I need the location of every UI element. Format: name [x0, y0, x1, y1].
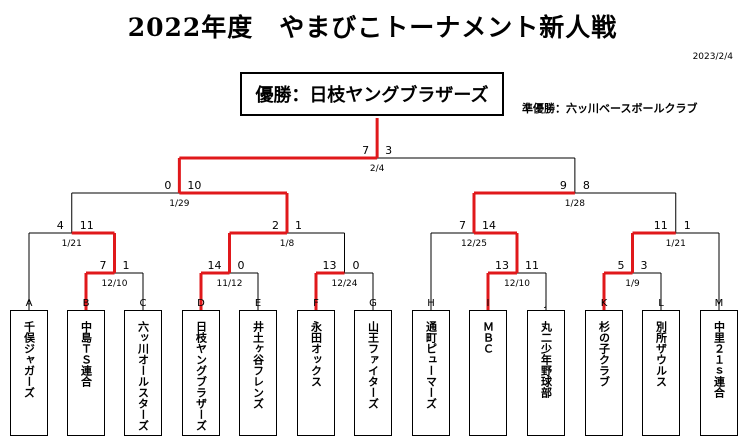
team-name: 杉の子クラブ — [597, 321, 611, 387]
team-letter-F: F — [313, 298, 319, 309]
a_bc-left-score: 4 — [57, 219, 64, 232]
final-right-score: 3 — [385, 144, 392, 157]
team-name: 丸二少年野球部 — [539, 321, 553, 398]
defg-right-score: 1 — [295, 219, 302, 232]
team-box-b: 中島ＴＳ連合 — [67, 310, 105, 436]
a_bc-right-score: 11 — [80, 219, 94, 232]
right_semi-date: 1/28 — [565, 199, 585, 209]
left_semi-right-score: 10 — [187, 179, 201, 192]
team-name: ＭＢＣ — [481, 321, 495, 354]
kl-date: 1/9 — [625, 279, 640, 289]
bc-left-score: 7 — [100, 259, 107, 272]
team-box-m: 中里２１ｓ連合 — [700, 310, 738, 436]
team-box-c: 六ッ川オールスターズ — [124, 310, 162, 436]
bracket-lines — [28, 157, 720, 310]
team-box-j: 丸二少年野球部 — [527, 310, 565, 436]
fg-left-score: 13 — [323, 259, 337, 272]
de-left-score: 14 — [208, 259, 222, 272]
team-letter-I: I — [487, 298, 490, 309]
team-name: 山王ファイターズ — [366, 321, 380, 409]
de-right-score: 0 — [238, 259, 245, 272]
team-box-h: 通町ピューマーズ — [412, 310, 450, 436]
team-name: 日枝ヤングブラザーズ — [194, 321, 208, 431]
kl_m-left-score: 11 — [654, 219, 668, 232]
document-date: 2023/2/4 — [692, 52, 733, 62]
team-box-g: 山王ファイターズ — [354, 310, 392, 436]
h_ij-left-score: 7 — [459, 219, 466, 232]
team-name: 中里２１ｓ連合 — [712, 321, 726, 398]
team-name: 永田オックス — [309, 321, 323, 387]
right_semi-right-score: 8 — [583, 179, 590, 192]
team-letter-L: L — [658, 298, 664, 309]
left_semi-date: 1/29 — [169, 199, 189, 209]
team-box-a: 千俣ジャガーズ — [10, 310, 48, 436]
champion-box: 優勝：日枝ヤングブラザーズ — [240, 72, 504, 116]
team-letter-H: H — [427, 298, 435, 309]
team-name: 通町ピューマーズ — [424, 321, 438, 409]
kl-right-score: 3 — [641, 259, 648, 272]
team-letter-D: D — [197, 298, 205, 309]
runner-up-label: 準優勝：六ッ川ベースボールクラブ — [522, 102, 698, 115]
team-box-d: 日枝ヤングブラザーズ — [182, 310, 220, 436]
team-name: 六ッ川オールスターズ — [136, 321, 150, 431]
team-name: 別所ザウルス — [654, 321, 668, 387]
ij-left-score: 13 — [495, 259, 509, 272]
kl_m-right-score: 1 — [684, 219, 691, 232]
fg-date: 12/24 — [332, 279, 358, 289]
kl_m-date: 1/21 — [666, 239, 686, 249]
team-box-l: 別所ザウルス — [642, 310, 680, 436]
page-title: 2022年度 やまびこトーナメント新人戦 — [127, 13, 618, 42]
team-letter-B: B — [83, 298, 90, 309]
a_bc-date: 1/21 — [62, 239, 82, 249]
right_semi-left-score: 9 — [560, 179, 567, 192]
final-date: 2/4 — [370, 164, 385, 174]
team-name: 中島ＴＳ連合 — [79, 321, 93, 387]
defg-left-score: 2 — [272, 219, 279, 232]
team-box-f: 永田オックス — [297, 310, 335, 436]
ij-right-score: 11 — [525, 259, 539, 272]
team-box-e: 井土ヶ谷フレンズ — [239, 310, 277, 436]
bc-right-score: 1 — [123, 259, 130, 272]
bc-date: 12/10 — [102, 279, 128, 289]
team-letter-E: E — [255, 298, 261, 309]
h_ij-date: 12/25 — [461, 239, 487, 249]
final-left-score: 7 — [362, 144, 369, 157]
fg-right-score: 0 — [353, 259, 360, 272]
team-letter-A: A — [26, 298, 33, 309]
ij-date: 12/10 — [504, 279, 530, 289]
team-letter-G: G — [369, 298, 377, 309]
team-box-i: ＭＢＣ — [469, 310, 507, 436]
defg-date: 1/8 — [280, 239, 295, 249]
h_ij-right-score: 14 — [482, 219, 496, 232]
team-letter-C: C — [140, 298, 147, 309]
team-box-k: 杉の子クラブ — [585, 310, 623, 436]
left_semi-left-score: 0 — [164, 179, 171, 192]
team-name: 井土ヶ谷フレンズ — [251, 321, 265, 409]
team-letter-K: K — [601, 298, 608, 309]
team-letter-J: J — [544, 298, 548, 309]
de-date: 11/12 — [217, 279, 243, 289]
team-name: 千俣ジャガーズ — [22, 321, 36, 398]
kl-left-score: 5 — [618, 259, 625, 272]
team-letter-M: M — [715, 298, 724, 309]
winner-path-lines — [71, 118, 676, 310]
